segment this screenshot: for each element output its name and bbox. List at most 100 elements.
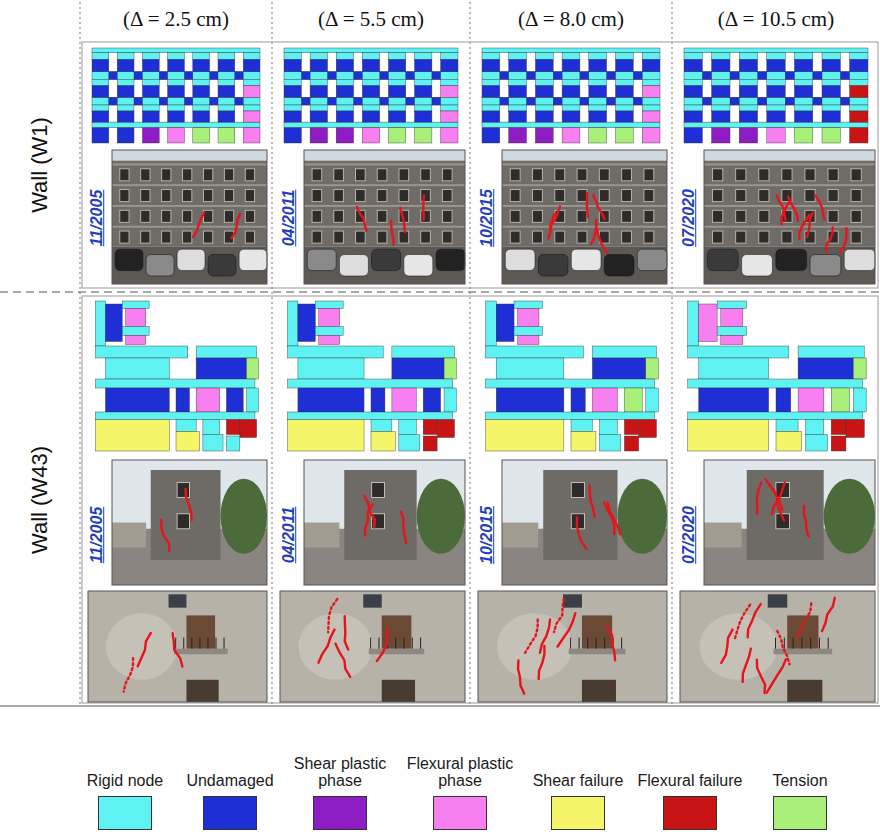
spandrel [184,97,192,105]
column-divider [272,2,273,705]
sky [112,150,267,284]
pier [684,59,702,71]
legend-label: Flexural failure [638,772,743,790]
crack-mark [357,207,366,231]
sky [502,460,667,585]
crack-mark [401,511,406,542]
row-divider [0,291,880,292]
pier-node [415,79,432,85]
element-block [776,388,791,412]
spandrel [633,72,642,80]
photo-date: 07/2020 [680,189,698,247]
window [736,231,746,243]
pier-node [117,53,134,60]
spandrel [134,72,142,80]
spandrel [159,97,167,105]
window [442,190,452,202]
grid-lines [0,2,880,706]
pier-node [218,53,235,60]
spandrel [633,97,642,105]
building-photo [304,460,465,585]
spandrel-node [684,122,868,128]
legend-item: Shear failure [528,722,628,790]
window [177,483,189,498]
element-block [287,412,452,420]
building [112,161,267,247]
balcony-slab [569,649,626,655]
pier [642,59,660,71]
photo-border [112,150,267,284]
element-block [444,388,456,412]
pier-node [767,53,785,60]
window [577,169,587,181]
element-block [203,420,220,435]
element-block [592,388,617,412]
element-block [486,412,655,420]
pier-node [243,105,260,111]
pier [284,86,301,98]
stucco-patch [299,613,373,680]
window [183,231,192,243]
pier-node [310,79,327,85]
window [399,169,409,181]
railing-bar [191,638,192,649]
window [828,169,838,181]
building [151,470,221,560]
pier-node [310,105,327,111]
pier-node [388,53,405,60]
element-block [176,388,189,412]
legend-swatch [313,796,367,830]
french-window [582,615,612,648]
element-block [798,358,853,379]
element-block [518,309,539,327]
photo-border [478,591,667,702]
window [622,210,632,222]
element-block [717,301,746,309]
spandrel-node [684,72,868,80]
crack-mark [767,659,786,692]
car [505,249,535,270]
element-block [688,420,769,452]
pier [850,128,868,143]
car [115,249,143,270]
crack-mark [804,506,809,537]
crack-mark [318,629,334,662]
window [224,210,233,222]
photo-border [502,150,667,284]
pier-node [822,79,840,85]
tree [618,479,668,554]
window [533,210,543,222]
pier-node [822,105,840,111]
window [768,594,788,607]
railing-bar [224,638,225,649]
pier-node [509,53,527,60]
element-block [392,358,444,379]
window [851,231,861,243]
window [644,231,654,243]
pier-node [822,53,840,60]
crack-mark [799,215,809,239]
car [844,249,875,270]
spandrel [500,97,509,105]
pier [92,111,109,122]
window [555,190,565,202]
wall-photo [88,591,267,702]
spandrel [553,97,562,105]
house [704,523,742,548]
element-block [95,301,105,346]
pier-node [712,105,730,111]
building [704,161,875,247]
legend-label: Tension [772,772,827,790]
pier [616,128,634,143]
pier [850,86,868,98]
car [637,249,667,270]
pier-node [142,79,159,85]
window [555,231,565,243]
spandrel [785,72,794,80]
crack-mark [232,214,241,238]
tree [824,479,875,554]
element-block [699,388,769,412]
street [704,246,875,284]
pier-node [117,105,134,111]
damage-map [92,48,260,143]
